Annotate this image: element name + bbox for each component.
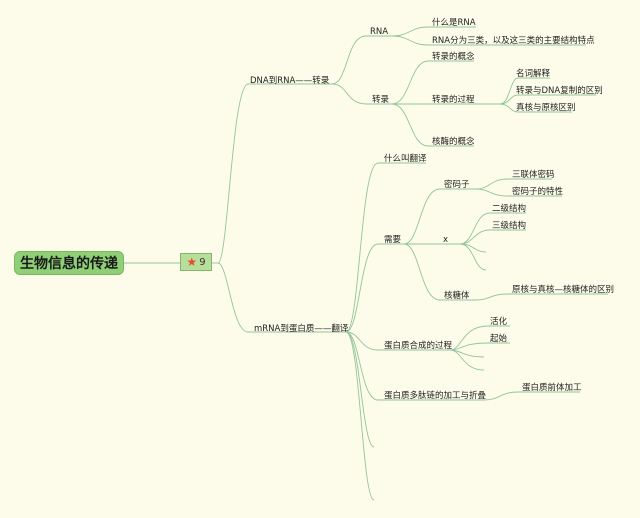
node-eukaryote-prokaryote-diff[interactable]: 真核与原核区别 [516, 103, 576, 113]
node-codon[interactable]: 密码子 [444, 180, 470, 190]
node-secondary-structure[interactable]: 二级结构 [492, 204, 527, 214]
node-transcription-concept[interactable]: 转录的概念 [432, 52, 475, 62]
node-initiation[interactable]: 起始 [490, 334, 508, 344]
node-protein-synthesis[interactable]: 蛋白质合成的过程 [384, 341, 453, 351]
node-rna[interactable]: RNA [370, 27, 389, 37]
node-ribosome-difference[interactable]: 原核与真核—核糖体的区别 [512, 285, 615, 295]
root-badge[interactable]: ★ 9 [180, 253, 212, 271]
node-transcription[interactable]: 转录 [372, 95, 390, 105]
node-protein-folding[interactable]: 蛋白质多肽链的加工与折叠 [384, 391, 487, 401]
node-tertiary-structure[interactable]: 三级结构 [492, 221, 527, 231]
node-what-is-rna[interactable]: 什么是RNA [432, 18, 476, 28]
node-dna-to-rna[interactable]: DNA到RNA——转录 [250, 76, 330, 86]
node-triplet-code[interactable]: 三联体密码 [512, 170, 555, 180]
node-ribosome[interactable]: 核糖体 [444, 291, 470, 301]
root-node[interactable]: 生物信息的传递 [14, 251, 124, 275]
node-needs[interactable]: 需要 [384, 235, 402, 245]
node-precursor-processing[interactable]: 蛋白质前体加工 [522, 383, 582, 393]
node-transcription-vs-replication[interactable]: 转录与DNA复制的区别 [516, 86, 603, 96]
node-mrna-to-protein[interactable]: mRNA到蛋白质——翻译 [254, 324, 349, 334]
node-what-is-translation[interactable]: 什么叫翻译 [384, 154, 427, 164]
node-transcription-process[interactable]: 转录的过程 [432, 95, 475, 105]
node-x[interactable]: x [443, 235, 449, 245]
node-ribozyme-concept[interactable]: 核酶的概念 [432, 137, 475, 147]
node-term-explanation[interactable]: 名词解释 [516, 69, 551, 79]
node-rna-three-types[interactable]: RNA分为三类，以及这三类的主要结构特点 [432, 36, 595, 46]
badge-count: 9 [199, 256, 206, 268]
node-codon-properties[interactable]: 密码子的特性 [512, 187, 564, 197]
node-activation[interactable]: 活化 [490, 317, 508, 327]
star-icon: ★ [186, 255, 198, 269]
